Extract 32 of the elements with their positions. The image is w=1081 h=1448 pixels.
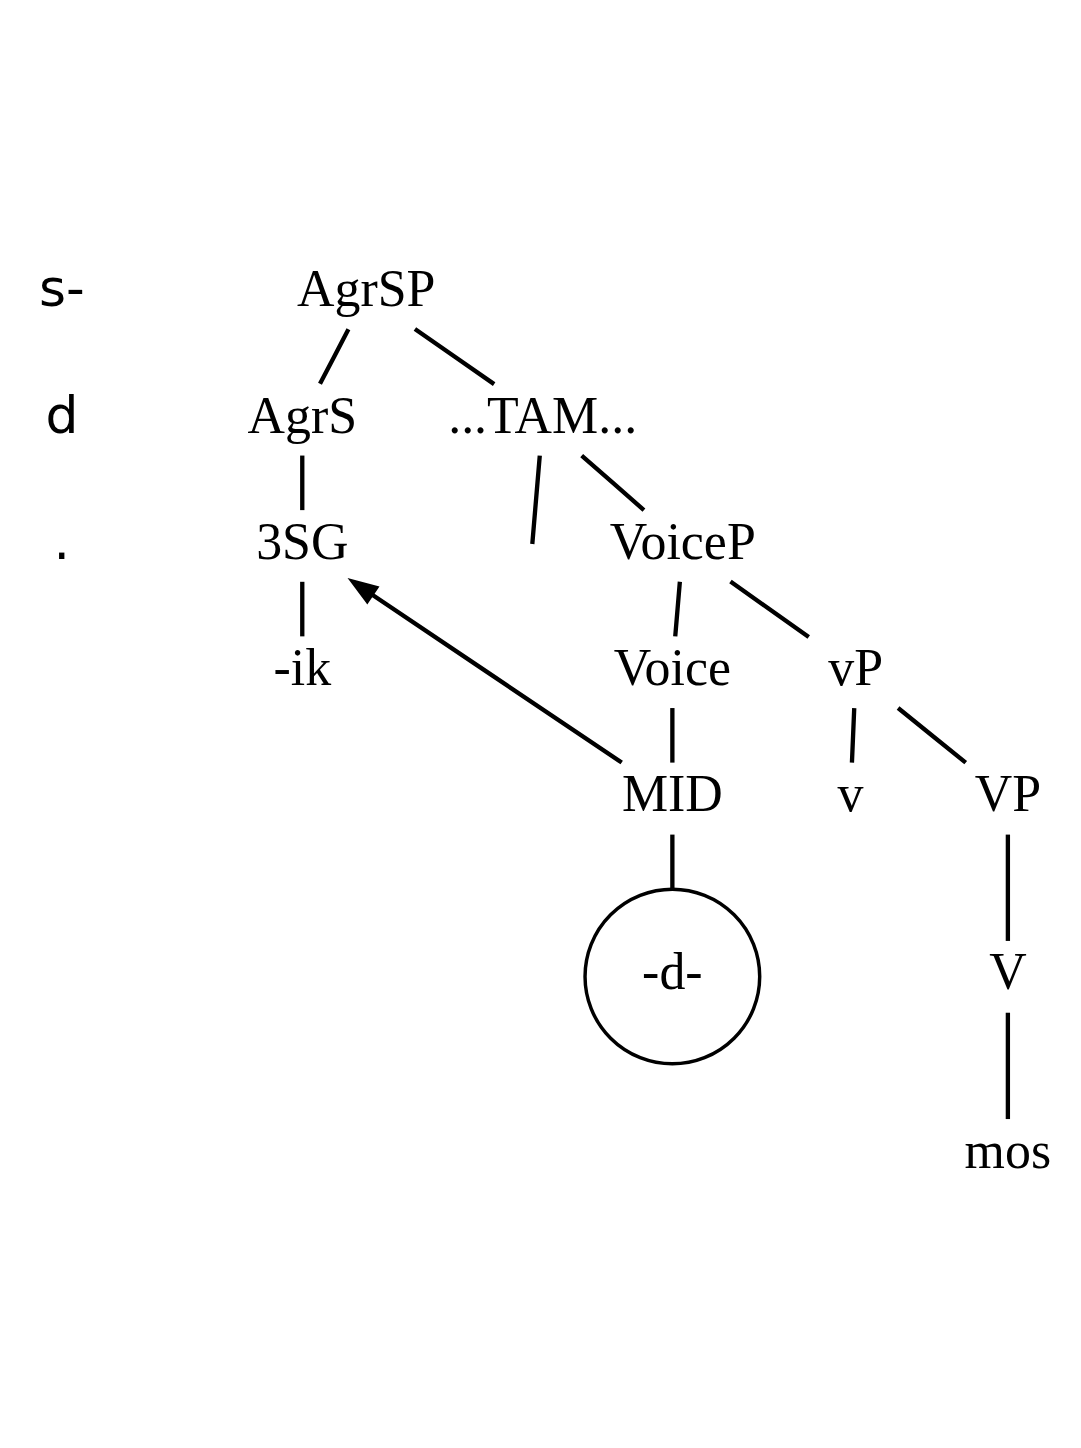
node-text: v: [837, 765, 864, 823]
node-text: V: [989, 943, 1027, 1001]
node-text: ...TAM...: [448, 386, 638, 444]
label: .: [53, 510, 71, 571]
connector: [729, 579, 810, 639]
connector: [580, 453, 646, 512]
connector: [849, 707, 857, 763]
connector: [300, 455, 305, 511]
node-text: AgrS: [247, 386, 358, 444]
connector: [670, 708, 675, 763]
node-text: AgrSP: [297, 260, 436, 318]
label: s-: [39, 258, 85, 319]
connector: [1005, 1012, 1011, 1120]
node-text: VoiceP: [609, 512, 756, 570]
node-text: Voice: [613, 639, 731, 697]
connector: [670, 834, 675, 889]
connector: [413, 327, 496, 386]
node-text: mos: [964, 1121, 1052, 1179]
label: d: [45, 384, 79, 445]
node-circle: -d-: [583, 887, 762, 1066]
node-text: -ik: [273, 639, 332, 697]
connector: [300, 581, 305, 637]
node-text: vP: [828, 639, 884, 697]
node-text: VP: [974, 765, 1042, 823]
connector: [1005, 834, 1011, 941]
arrow: [347, 578, 623, 765]
connector: [530, 455, 542, 545]
connector: [673, 581, 682, 637]
node-text: MID: [621, 765, 723, 823]
node-text: 3SG: [256, 512, 349, 570]
connector: [318, 328, 351, 385]
connector: [896, 706, 968, 765]
